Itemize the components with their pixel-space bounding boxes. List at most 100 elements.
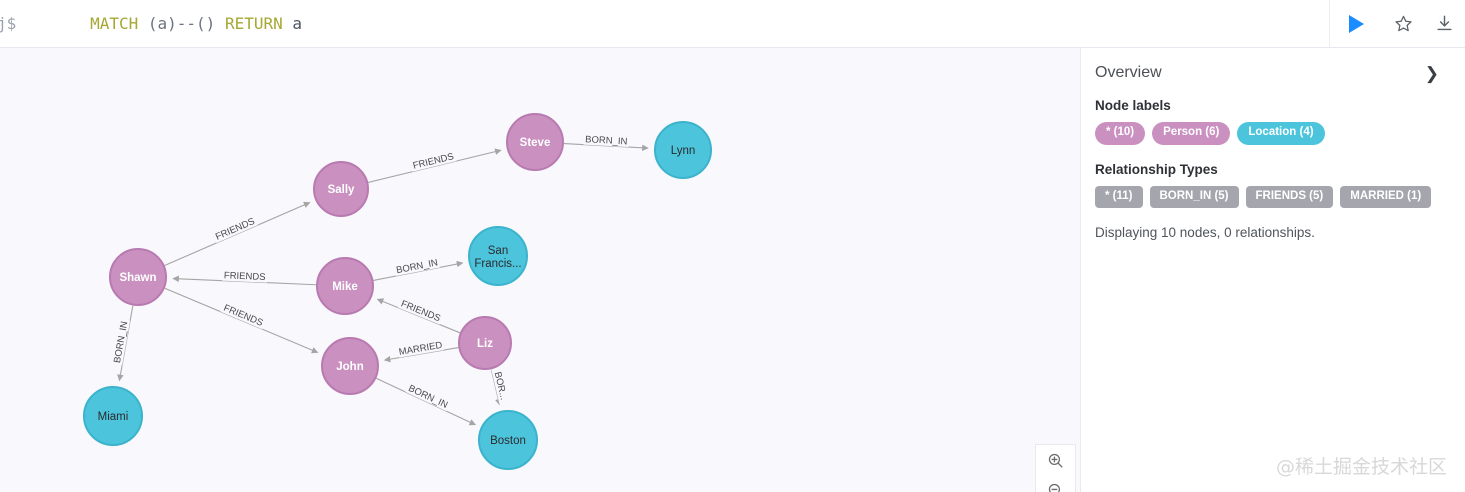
edge-label-backdrop [221,269,268,283]
graph-edge[interactable]: FRIENDS [164,201,311,266]
favorite-button[interactable] [1383,0,1424,47]
star-icon [1395,15,1412,32]
edge-label-backdrop [111,318,131,366]
edge-line [373,260,464,281]
graph-node-lynn[interactable]: Lynn [654,121,712,179]
edge-label: FRIENDS [412,151,455,172]
graph-node-sally[interactable]: Sally [313,161,369,217]
edge-label: BORN_IN [406,383,449,411]
edge-label-backdrop [410,150,457,172]
edge-label-backdrop [405,381,451,412]
graph-node-mike[interactable]: Mike [316,257,374,315]
edge-label: FRIENDS [399,298,442,324]
graph-node-john[interactable]: John [321,337,379,395]
graph-edge[interactable]: MARRIED [383,339,459,363]
graph-edge[interactable]: BORN_IN [376,377,476,426]
node-label: San [488,245,508,257]
query-token-match: MATCH [90,14,139,33]
node-labels-heading: Node labels [1095,98,1171,113]
query-token-variable: a [292,14,303,33]
graph-node-steve[interactable]: Steve [506,113,564,171]
graph-edge[interactable]: BORN_IN [111,305,134,382]
query-token-return: RETURN [224,14,283,33]
node-label-chip[interactable]: Location (4) [1237,122,1325,145]
node-circle[interactable] [458,316,512,370]
graph-edge[interactable]: FRIENDS [376,297,461,334]
node-label: Boston [490,435,526,447]
graph-node-boston[interactable]: Boston [478,410,538,470]
zoom-out-button[interactable] [1036,475,1075,492]
relationship-types-heading: Relationship Types [1095,161,1218,177]
run-query-button[interactable] [1329,0,1383,47]
edge-label: BORN_IN [585,134,628,147]
relationship-type-chip[interactable]: BORN_IN (5) [1149,185,1239,208]
node-circle[interactable] [321,337,379,395]
graph-node-miami[interactable]: Miami [83,386,143,446]
edge-label-backdrop [397,339,444,358]
node-label-chip[interactable]: Person (6) [1152,122,1231,145]
node-label: Sally [328,184,355,196]
node-circle[interactable] [468,226,528,286]
node-circle[interactable] [109,248,167,306]
edge-label: MARRIED [398,340,443,358]
node-label: Francis... [474,258,521,270]
relationship-type-chip[interactable]: * (11) [1095,185,1143,208]
edge-label: FRIENDS [214,216,257,243]
node-circle[interactable] [506,113,564,171]
zoom-out-icon [1048,483,1061,492]
edge-label: BORN_IN [395,257,439,276]
relationship-type-chip[interactable]: FRIENDS (5) [1245,185,1334,208]
zoom-in-icon [1048,453,1063,468]
result-status-text: Displaying 10 nodes, 0 relationships. [1095,225,1315,240]
edge-label-backdrop [212,214,258,243]
node-circle[interactable] [313,161,369,217]
node-circle[interactable] [83,386,143,446]
editor-actions [1329,0,1465,47]
graph-node-liz[interactable]: Liz [458,316,512,370]
graph-edge[interactable]: FRIENDS [172,269,317,286]
edge-label-backdrop [583,133,630,148]
graph-node-shawn[interactable]: Shawn [109,248,167,306]
graph-edge[interactable]: FRIENDS [164,287,319,354]
graph-visualization-canvas[interactable]: FRIENDS FRIENDS BORN_IN FRIENDS BORN_IN FRIEN… [0,48,1080,492]
relationship-type-chip[interactable]: MARRIED (1) [1340,185,1432,208]
graph-edge[interactable]: BOR... [490,365,511,407]
edge-label: FRIENDS [222,303,265,329]
edge-label-backdrop [220,301,267,330]
edge-label-backdrop [490,365,511,407]
node-label: John [336,361,363,373]
panel-title: Overview [1095,64,1162,81]
download-button[interactable] [1424,0,1465,47]
edge-label: BOR... [492,371,509,401]
chevron-right-icon[interactable]: ❯ [1424,63,1439,83]
play-icon [1349,14,1364,33]
node-circle[interactable] [478,410,538,470]
graph-edge[interactable]: BORN_IN [373,256,464,281]
query-editor-bar[interactable]: j$ MATCH (a)--() RETURN a [0,0,1465,48]
node-labels-chip-row[interactable]: * (10) Person (6) Location (4) [1095,122,1441,145]
panel-header: Overview ❯ [1095,64,1441,82]
node-label: Mike [332,281,358,293]
node-label-chip[interactable]: * (10) [1095,122,1146,145]
watermark: @稀土掘金技术社区 [1276,456,1448,478]
query-token-pattern: (a)--() [147,14,216,33]
query-text[interactable]: MATCH (a)--() RETURN a [32,0,302,52]
relationship-types-chip-row[interactable]: * (11) BORN_IN (5) FRIENDS (5) MARRIED (1) [1095,185,1441,208]
node-label: Liz [477,338,493,350]
node-circle[interactable] [316,257,374,315]
zoom-in-button[interactable] [1036,445,1075,475]
node-label: Shawn [119,272,156,284]
zoom-controls[interactable] [1035,444,1076,492]
edge-label: BORN_IN [112,320,130,364]
graph-edge[interactable]: BORN_IN [563,133,649,152]
graph-edge[interactable]: FRIENDS [368,148,502,183]
edge-label: FRIENDS [224,270,266,283]
graph-node-sf[interactable]: SanFrancis... [468,226,528,286]
graph-svg[interactable]: FRIENDS FRIENDS BORN_IN FRIENDS BORN_IN FRIEN… [0,48,1080,492]
node-label: Miami [98,411,129,423]
editor-prompt: j$ [0,14,17,33]
node-circle[interactable] [654,121,712,179]
edge-label-backdrop [397,297,444,325]
